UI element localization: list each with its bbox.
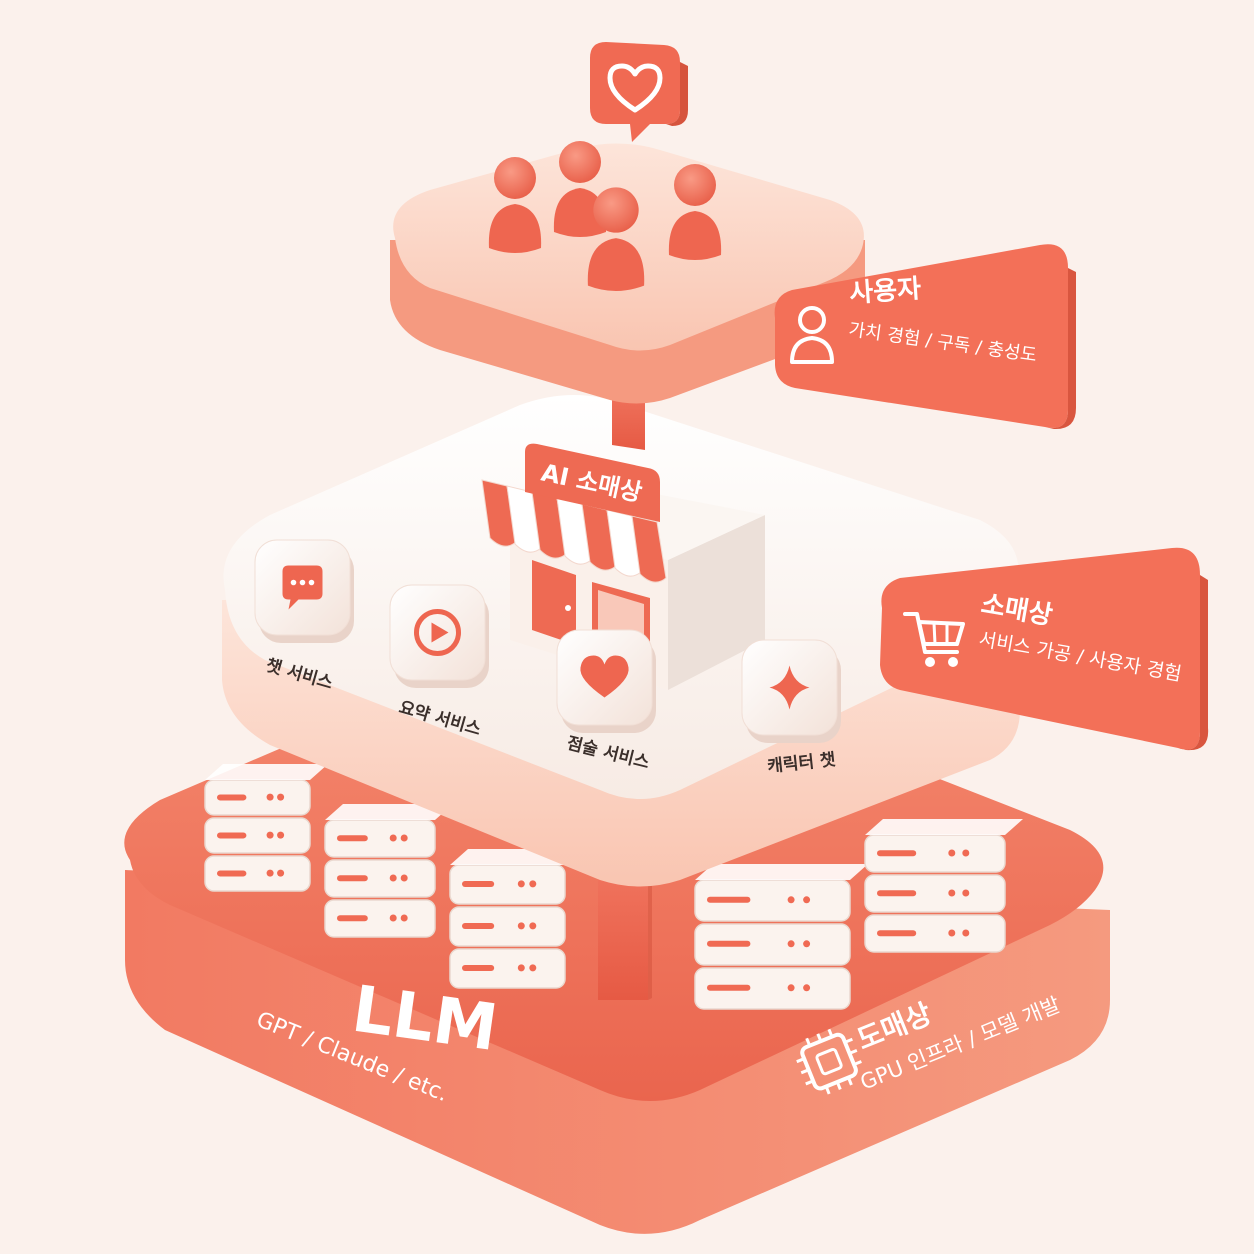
shopping-cart-icon — [903, 612, 965, 667]
chip-icon — [796, 1028, 862, 1095]
chat-bubble-icon — [282, 565, 323, 610]
heart-chat-icon — [590, 42, 688, 142]
server-group-left — [204, 764, 583, 989]
service-tile-1: 챗 서비스 — [254, 539, 354, 694]
middle-layer: AI 소매상 챗 서비스 요약 서비스 점술 서비스 캐릭터 챗 소매상 서비스 가공… — [222, 360, 1209, 887]
retailer-card: 소매상 서비스 가공 / 사용자 경험 — [880, 547, 1209, 751]
server-rack-icon — [694, 864, 868, 1010]
striped-awning — [481, 479, 667, 583]
server-rack-icon — [449, 849, 583, 989]
server-rack-icon — [864, 819, 1023, 953]
service-tiles: 챗 서비스 요약 서비스 점술 서비스 캐릭터 챗 — [254, 539, 841, 777]
sparkle-icon — [769, 665, 810, 710]
person-figure-icon — [668, 164, 722, 260]
people-group — [488, 141, 722, 291]
server-rack-icon — [204, 764, 328, 892]
user-icon — [790, 306, 834, 364]
service-tile-2: 요약 서비스 — [389, 584, 489, 740]
top-layer: 사용자 가치 경험 / 구독 / 충성도 — [390, 42, 1076, 430]
server-group-right — [694, 819, 1023, 1010]
user-card: 사용자 가치 경험 / 구독 / 충성도 — [774, 244, 1076, 430]
service-tile-4: 캐릭터 챗 — [741, 639, 841, 777]
person-figure-icon — [553, 141, 607, 237]
server-rack-icon — [324, 804, 453, 938]
ai-store: AI 소매상 — [481, 443, 765, 690]
person-figure-icon — [587, 187, 645, 291]
service-tile-3: 점술 서비스 — [556, 629, 656, 773]
play-icon — [414, 609, 461, 656]
person-figure-icon — [488, 157, 542, 253]
user-title: 사용자 — [848, 274, 922, 309]
heart-icon — [580, 655, 629, 698]
